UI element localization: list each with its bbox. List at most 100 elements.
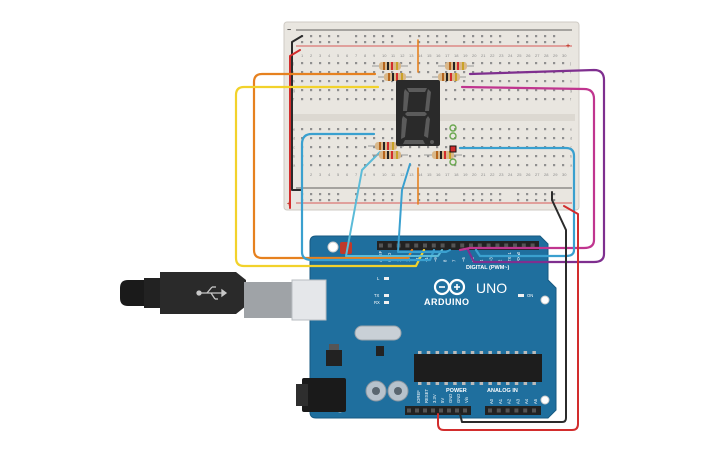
resistor-4[interactable] bbox=[432, 73, 466, 81]
terminal-hole[interactable] bbox=[544, 98, 547, 101]
terminal-hole[interactable] bbox=[337, 80, 340, 83]
terminal-hole[interactable] bbox=[364, 98, 367, 101]
terminal-hole[interactable] bbox=[355, 164, 358, 167]
terminal-hole[interactable] bbox=[544, 137, 547, 140]
terminal-hole[interactable] bbox=[310, 128, 313, 131]
header-pin[interactable] bbox=[530, 243, 535, 248]
rail-hole[interactable] bbox=[463, 35, 466, 38]
rail-hole[interactable] bbox=[553, 199, 556, 202]
terminal-hole[interactable] bbox=[463, 98, 466, 101]
terminal-hole[interactable] bbox=[346, 71, 349, 74]
rail-hole[interactable] bbox=[328, 41, 331, 44]
header-pin[interactable] bbox=[447, 408, 451, 413]
terminal-hole[interactable] bbox=[481, 137, 484, 140]
terminal-hole[interactable] bbox=[301, 98, 304, 101]
rail-hole[interactable] bbox=[436, 193, 439, 196]
terminal-hole[interactable] bbox=[400, 71, 403, 74]
terminal-hole[interactable] bbox=[355, 155, 358, 158]
rail-hole[interactable] bbox=[544, 199, 547, 202]
rail-hole[interactable] bbox=[553, 193, 556, 196]
terminal-hole[interactable] bbox=[337, 146, 340, 149]
rail-hole[interactable] bbox=[436, 199, 439, 202]
terminal-hole[interactable] bbox=[535, 128, 538, 131]
terminal-hole[interactable] bbox=[373, 155, 376, 158]
wire-black-gnd-top[interactable] bbox=[291, 35, 303, 191]
terminal-hole[interactable] bbox=[310, 80, 313, 83]
header-pin[interactable] bbox=[477, 243, 482, 248]
terminal-hole[interactable] bbox=[535, 89, 538, 92]
terminal-hole[interactable] bbox=[562, 98, 565, 101]
terminal-hole[interactable] bbox=[508, 62, 511, 65]
terminal-hole[interactable] bbox=[526, 89, 529, 92]
terminal-hole[interactable] bbox=[517, 164, 520, 167]
terminal-hole[interactable] bbox=[382, 71, 385, 74]
terminal-hole[interactable] bbox=[481, 128, 484, 131]
terminal-hole[interactable] bbox=[454, 164, 457, 167]
terminal-hole[interactable] bbox=[373, 98, 376, 101]
terminal-hole[interactable] bbox=[445, 98, 448, 101]
terminal-hole[interactable] bbox=[310, 155, 313, 158]
terminal-hole[interactable] bbox=[490, 128, 493, 131]
terminal-hole[interactable] bbox=[400, 155, 403, 158]
terminal-hole[interactable] bbox=[337, 155, 340, 158]
terminal-hole[interactable] bbox=[499, 98, 502, 101]
header-pin[interactable] bbox=[414, 243, 419, 248]
header-pin[interactable] bbox=[423, 408, 427, 413]
terminal-hole[interactable] bbox=[373, 89, 376, 92]
terminal-hole[interactable] bbox=[445, 164, 448, 167]
terminal-hole[interactable] bbox=[355, 62, 358, 65]
terminal-hole[interactable] bbox=[472, 128, 475, 131]
terminal-hole[interactable] bbox=[544, 164, 547, 167]
terminal-hole[interactable] bbox=[463, 155, 466, 158]
rail-hole[interactable] bbox=[310, 41, 313, 44]
terminal-hole[interactable] bbox=[436, 164, 439, 167]
terminal-hole[interactable] bbox=[481, 155, 484, 158]
rail-hole[interactable] bbox=[418, 193, 421, 196]
terminal-hole[interactable] bbox=[319, 89, 322, 92]
rail-hole[interactable] bbox=[319, 35, 322, 38]
terminal-hole[interactable] bbox=[364, 155, 367, 158]
terminal-hole[interactable] bbox=[544, 89, 547, 92]
terminal-hole[interactable] bbox=[400, 164, 403, 167]
terminal-hole[interactable] bbox=[526, 128, 529, 131]
terminal-hole[interactable] bbox=[499, 155, 502, 158]
terminal-hole[interactable] bbox=[319, 62, 322, 65]
rail-hole[interactable] bbox=[535, 35, 538, 38]
terminal-hole[interactable] bbox=[472, 62, 475, 65]
header-pin[interactable] bbox=[463, 408, 467, 413]
terminal-hole[interactable] bbox=[454, 80, 457, 83]
header-pin[interactable] bbox=[486, 243, 491, 248]
terminal-hole[interactable] bbox=[490, 155, 493, 158]
header-pin[interactable] bbox=[415, 408, 419, 413]
terminal-hole[interactable] bbox=[535, 137, 538, 140]
terminal-hole[interactable] bbox=[337, 137, 340, 140]
terminal-hole[interactable] bbox=[553, 155, 556, 158]
rail-hole[interactable] bbox=[535, 199, 538, 202]
terminal-hole[interactable] bbox=[310, 71, 313, 74]
terminal-hole[interactable] bbox=[445, 89, 448, 92]
terminal-hole[interactable] bbox=[319, 164, 322, 167]
terminal-hole[interactable] bbox=[535, 164, 538, 167]
terminal-hole[interactable] bbox=[553, 164, 556, 167]
terminal-hole[interactable] bbox=[355, 71, 358, 74]
terminal-hole[interactable] bbox=[373, 137, 376, 140]
terminal-hole[interactable] bbox=[373, 128, 376, 131]
terminal-hole[interactable] bbox=[472, 98, 475, 101]
wire-orange-outer[interactable] bbox=[252, 72, 414, 260]
terminal-hole[interactable] bbox=[373, 71, 376, 74]
header-pin[interactable] bbox=[488, 408, 492, 413]
rail-hole[interactable] bbox=[310, 199, 313, 202]
rail-hole[interactable] bbox=[373, 199, 376, 202]
terminal-hole[interactable] bbox=[562, 137, 565, 140]
terminal-hole[interactable] bbox=[481, 164, 484, 167]
terminal-hole[interactable] bbox=[337, 62, 340, 65]
rail-hole[interactable] bbox=[436, 41, 439, 44]
terminal-hole[interactable] bbox=[544, 155, 547, 158]
terminal-hole[interactable] bbox=[535, 155, 538, 158]
rail-hole[interactable] bbox=[499, 35, 502, 38]
terminal-hole[interactable] bbox=[517, 137, 520, 140]
terminal-hole[interactable] bbox=[355, 89, 358, 92]
terminal-hole[interactable] bbox=[463, 128, 466, 131]
rail-hole[interactable] bbox=[337, 41, 340, 44]
